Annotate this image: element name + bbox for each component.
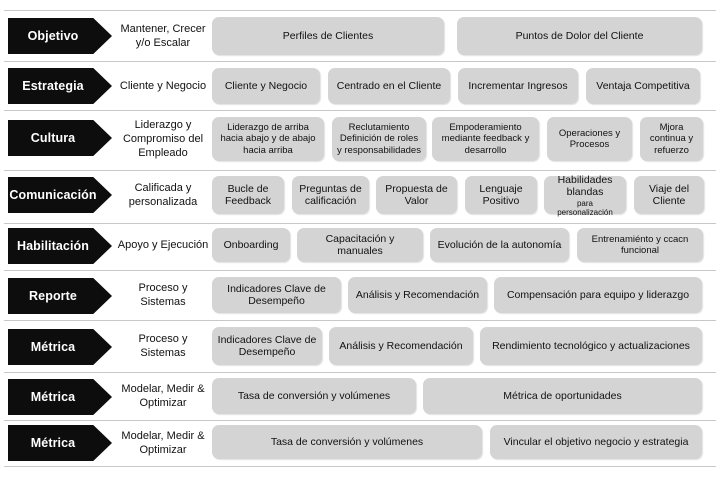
box-ventaja-competitiva: Ventaja Competitiva	[586, 68, 700, 104]
box-empoderamiento: Empoderamiento mediante feedback y desar…	[432, 117, 539, 161]
row-separator	[4, 223, 716, 224]
row-label-metrica-modelar-2: Métrica	[8, 425, 112, 461]
box-bucle-feedback: Bucle de Feedback	[212, 176, 284, 214]
box-viaje-cliente: Viaje del Cliente	[634, 176, 704, 214]
row-desc-metrica-modelar-2: Modelar, Medir & Optimizar	[121, 430, 205, 456]
box-rendimiento-tecnologico: Rendimiento tecnológico y actualizacione…	[480, 327, 702, 365]
row-desc-metrica-proceso: Proceso y Sistemas	[138, 333, 188, 359]
box-incrementar-ingresos: Incrementar Ingresos	[458, 68, 578, 104]
box-evolucion-autonomia: Evolución de la autonomía	[430, 228, 569, 262]
box-kpi-metrica: Indicadores Clave de Desempeño	[212, 327, 322, 365]
box-vincular-objetivo: Vincular el objetivo negocio y estrategi…	[490, 425, 702, 459]
habilidades-blandas-label: Habilidades blandas	[557, 173, 613, 199]
box-liderazgo: Liderazgo de arriba hacia abajo y de aba…	[212, 117, 324, 161]
box-analisis-reporte: Análisis y Recomendación	[348, 277, 487, 313]
row-desc-estrategia: Cliente y Negocio	[119, 80, 207, 92]
row-desc-metrica-modelar-1: Modelar, Medir & Optimizar	[121, 383, 205, 409]
row-label-reporte: Reporte	[8, 278, 112, 314]
row-separator	[4, 10, 716, 11]
box-puntos-dolor: Puntos de Dolor del Cliente	[457, 17, 702, 55]
row-separator	[4, 110, 716, 111]
row-label-metrica-modelar-1: Métrica	[8, 379, 112, 415]
row-desc-reporte: Proceso y Sistemas	[138, 282, 188, 308]
row-separator	[4, 320, 716, 321]
box-habilidades-blandas: Habilidades blandas para personalización	[544, 173, 626, 217]
row-desc-habilitacion: Apoyo y Ejecución	[117, 239, 209, 251]
box-entrenamiento: Entrenamiénto y ccacn funcional	[577, 228, 703, 262]
box-metrica-oportunidades: Métrica de oportunidades	[423, 378, 702, 414]
box-centrado-cliente: Centrado en el Cliente	[328, 68, 450, 104]
box-propuesta-valor: Propuesta de Valor	[376, 176, 457, 214]
box-operaciones-procesos: Operaciones y Procesos	[547, 117, 632, 161]
row-label-estrategia: Estrategia	[8, 68, 112, 104]
box-mejora-continua: Mjora continua y refuerzo	[640, 117, 703, 161]
row-desc-objetivo: Mantener, Crecer y/o Escalar	[120, 23, 206, 49]
box-perfiles-clientes: Perfiles de Clientes	[212, 17, 444, 55]
row-separator	[4, 466, 716, 467]
box-capacitacion-manuales: Capacitación y manuales	[297, 228, 423, 262]
box-onboarding: Onboarding	[212, 228, 290, 262]
row-label-metrica-proceso: Métrica	[8, 329, 112, 365]
row-separator	[4, 170, 716, 171]
row-separator	[4, 372, 716, 373]
row-label-objetivo: Objetivo	[8, 18, 112, 54]
box-preguntas-calificacion: Preguntas de calificación	[292, 176, 369, 214]
row-separator	[4, 270, 716, 271]
box-kpi-reporte: Indicadores Clave de Desempeño	[212, 277, 341, 313]
habilidades-blandas-note: para personalización	[557, 198, 613, 217]
box-reclutamiento: Reclutamiento Definición de roles y resp…	[332, 117, 426, 161]
box-cliente-negocio: Cliente y Negocio	[212, 68, 320, 104]
box-tasa-conversion-1: Tasa de conversión y volúmenes	[212, 378, 416, 414]
row-separator	[4, 61, 716, 62]
box-tasa-conversion-2: Tasa de conversión y volúmenes	[212, 425, 482, 459]
box-compensacion: Compensación para equipo y liderazgo	[494, 277, 702, 313]
row-desc-comunicacion: Calificada y personalizada	[128, 182, 198, 208]
row-separator	[4, 420, 716, 421]
row-label-cultura: Cultura	[8, 120, 112, 156]
row-desc-cultura: Liderazgo y Compromiso del Empleado	[122, 119, 204, 159]
row-label-habilitacion: Habilitación	[8, 228, 112, 264]
box-lenguaje-positivo: Lenguaje Positivo	[465, 176, 537, 214]
row-label-comunicacion: Comunicación	[8, 177, 112, 213]
box-analisis-metrica: Análisis y Recomendación	[329, 327, 473, 365]
